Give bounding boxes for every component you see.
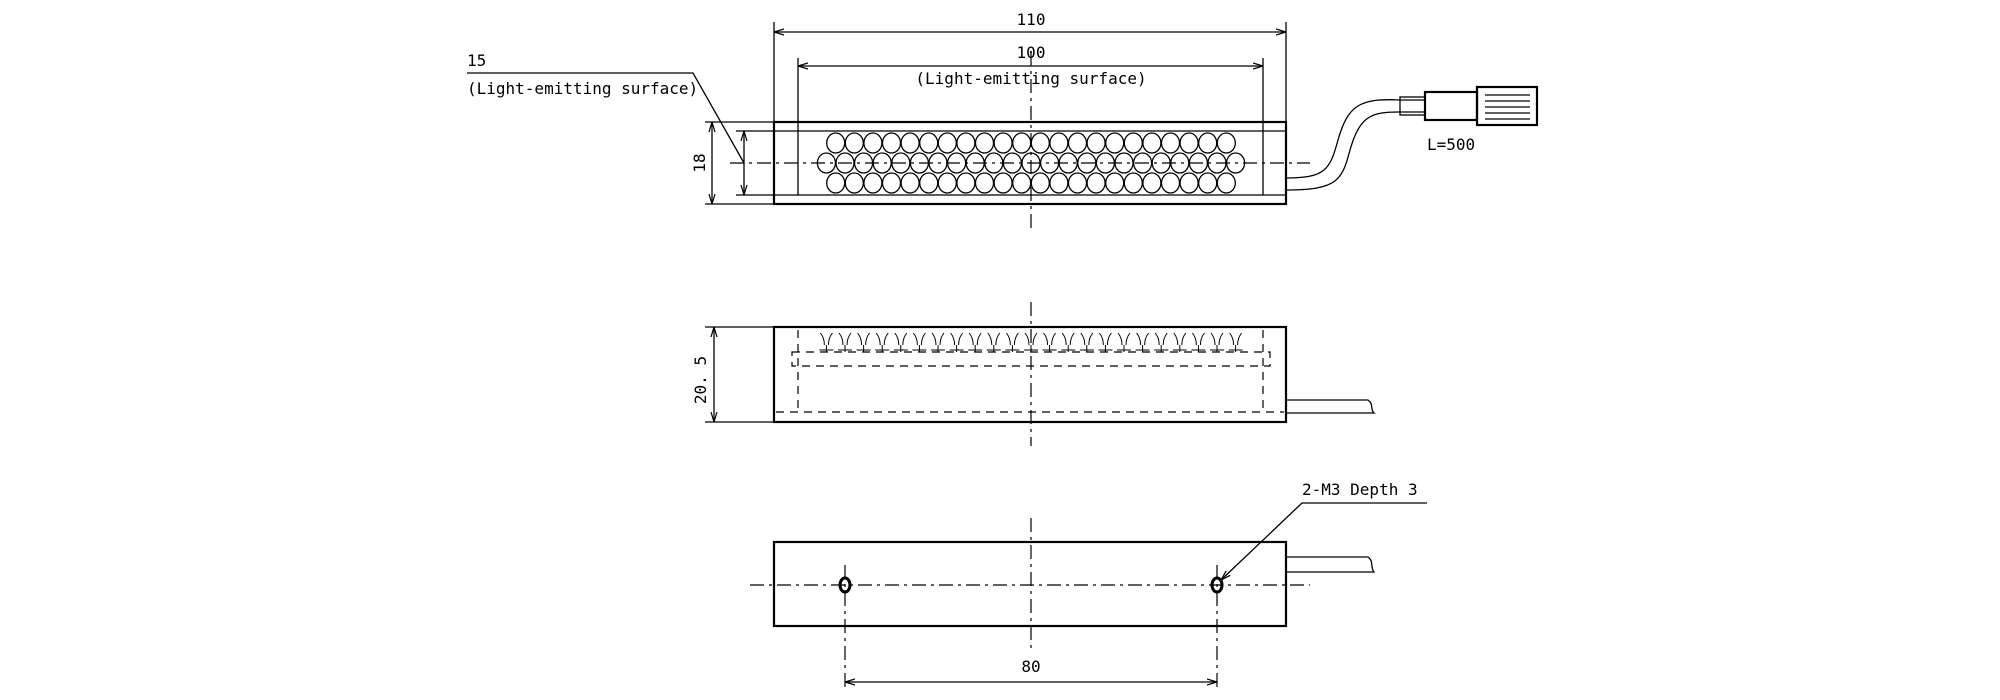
led (1216, 172, 1236, 194)
led-profile (1210, 332, 1224, 352)
led (1179, 132, 1199, 154)
bottom-body (772, 540, 1288, 628)
led-profile (1117, 332, 1131, 352)
bottom-cable (1286, 556, 1376, 573)
led (1160, 132, 1181, 154)
led (1123, 132, 1143, 154)
led (974, 132, 995, 154)
led (1049, 132, 1069, 154)
led (937, 172, 957, 194)
led (1123, 172, 1143, 194)
led (1105, 132, 1125, 154)
side-view: 20. 5 (691, 302, 1376, 446)
cable-length-label: L=500 (1427, 135, 1475, 154)
led-profiles (819, 332, 1243, 352)
led (900, 132, 920, 154)
led-profile (1005, 332, 1020, 352)
led (881, 172, 902, 194)
led (1086, 132, 1106, 154)
led (826, 132, 846, 154)
led-profile (856, 332, 871, 352)
led (937, 132, 957, 154)
led-profile (893, 332, 908, 352)
led-profile (1135, 332, 1150, 352)
led (919, 132, 939, 154)
led (1105, 172, 1125, 194)
led-profile (1098, 332, 1113, 352)
led-profile (931, 332, 945, 352)
led (1030, 132, 1050, 154)
overall-length-label: 110 (1017, 10, 1046, 29)
led (1086, 172, 1106, 194)
top-view: 110 100 (Light-emitting surface) 15 (Lig… (467, 10, 1539, 228)
led-profile (1061, 332, 1076, 352)
led (956, 132, 976, 154)
led-profile (819, 332, 834, 352)
led (881, 132, 902, 154)
led-profile (838, 332, 852, 352)
led (1198, 132, 1218, 154)
led-profile (1172, 332, 1187, 352)
surface-length-note: (Light-emitting surface) (915, 69, 1146, 88)
hole-note-label: 2-M3 Depth 3 (1302, 480, 1418, 499)
led-profile (1024, 332, 1038, 352)
led (993, 172, 1013, 194)
led (1067, 172, 1088, 194)
led-profile (875, 332, 890, 352)
led (956, 172, 976, 194)
led (1160, 172, 1181, 194)
leader-line (467, 72, 745, 164)
height-label: 18 (690, 153, 709, 172)
side-body (772, 325, 1288, 424)
hole-leader (1221, 502, 1427, 580)
led (863, 172, 883, 194)
led (1198, 172, 1218, 194)
connector (1475, 85, 1539, 127)
led (919, 172, 939, 194)
surface-length-label: 100 (1017, 43, 1046, 62)
led (900, 172, 920, 194)
led-profile (986, 332, 1001, 352)
led (1142, 172, 1162, 194)
led-profile (1154, 332, 1169, 352)
surface-width-label: 15 (467, 51, 486, 70)
led (1049, 172, 1069, 194)
led (1216, 132, 1236, 154)
bottom-view: 80 2-M3 Depth 3 (750, 480, 1427, 690)
led-profile (1079, 332, 1094, 352)
led (844, 172, 864, 194)
led (844, 132, 864, 154)
led-profile (949, 332, 964, 352)
led (993, 132, 1013, 154)
led (1142, 132, 1162, 154)
led (1012, 172, 1032, 194)
led (1030, 172, 1050, 194)
led (826, 172, 846, 194)
led-profile (912, 332, 927, 352)
hole-spacing-label: 80 (1021, 657, 1040, 676)
side-cable (1286, 399, 1376, 414)
surface-width-note: (Light-emitting surface) (467, 79, 698, 98)
led-profile (1191, 332, 1206, 352)
cable (1285, 99, 1425, 179)
side-height-label: 20. 5 (691, 356, 710, 404)
light-body (772, 120, 1288, 206)
led (974, 172, 995, 194)
led-profile (968, 332, 983, 352)
led (1012, 132, 1032, 154)
led-profile (1042, 332, 1057, 352)
led (1179, 172, 1199, 194)
led (1067, 132, 1088, 154)
led-profile (1228, 332, 1243, 352)
led (863, 132, 883, 154)
